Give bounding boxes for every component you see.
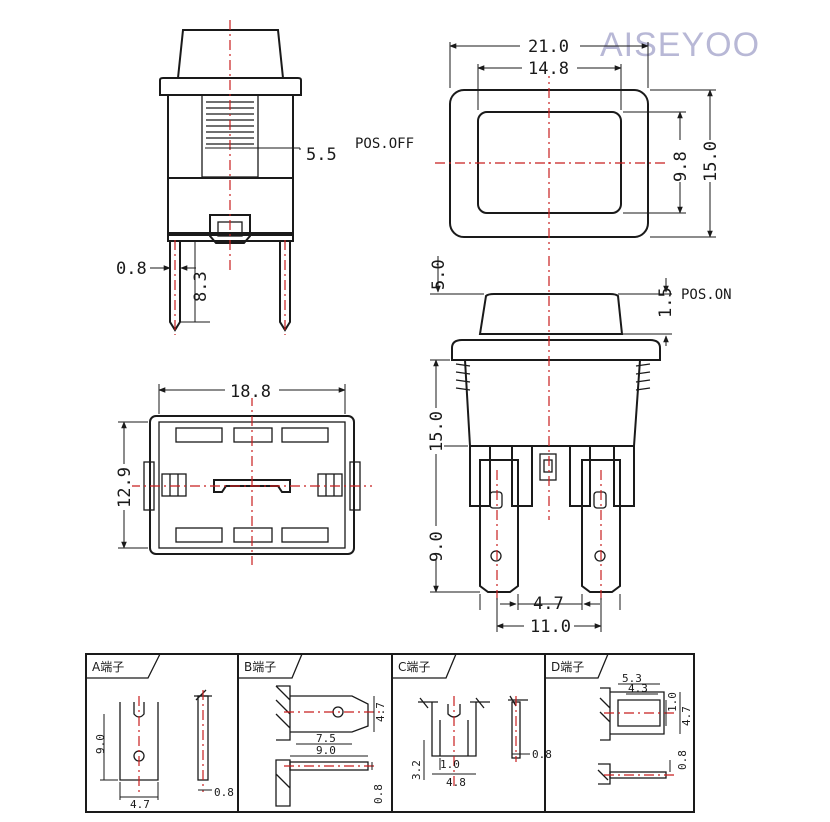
dim-pin-width: 0.8 [116,259,147,279]
dim-terminal-length: 9.0 [427,531,447,562]
dim-inner-height: 9.8 [671,151,691,182]
c-dim-offset: 3.2 [410,760,423,780]
dim-terminal-width: 4.7 [533,594,564,614]
a-dim-thickness: 0.8 [214,786,234,799]
pin-right [279,240,291,332]
dim-travel-on: 1.5 [656,287,676,318]
d-dim-height: 4.7 [680,706,693,726]
side-blocks [161,473,343,497]
dim-cap: 5.0 [429,259,449,290]
dim-bottom-height: 12.9 [115,467,135,508]
profile-bezel [451,339,661,361]
table-frame [85,653,695,813]
top-terminals [175,427,329,443]
dim-outer-height: 15.0 [701,141,721,182]
b-dim-length: 9.0 [316,744,336,757]
d-dim-gap: 1.0 [666,692,679,712]
d-dim-outer: 5.3 [622,672,642,685]
bottom-terminals [175,527,329,543]
a-dim-width: 4.7 [130,798,150,811]
bezel [159,77,302,96]
b-dim-thickness: 0.8 [372,784,385,804]
pin-left [169,240,181,332]
profile-cap [478,293,624,335]
terminal-left [479,459,519,593]
c-dim-width: 4.8 [446,776,466,789]
dim-travel-off: 5.5 [306,145,337,165]
pos-off-label: POS.OFF [355,136,414,152]
profile-view: 5.0 1.5 POS.ON 15.0 9.0 4.7 11.0 [426,256,732,637]
terminal-b-cell: B端子 4.7 7.5 9.0 0.8 [238,653,387,807]
c-dim-thickness: 0.8 [532,748,552,761]
profile-body [463,359,642,447]
d-dim-inner: 4.3 [628,682,648,695]
terminal-c-header: C端子 [398,660,430,674]
watermark-logo: AISEYOO [600,26,760,64]
dim-terminal-pitch: 11.0 [530,617,571,637]
d-dim-thickness: 0.8 [676,750,689,770]
dim-inner-width: 14.8 [528,59,569,79]
a-dim-length: 9.0 [94,734,107,754]
b-dim-width: 4.7 [374,702,387,722]
terminal-b-header: B端子 [244,660,276,674]
terminal-right [581,459,621,593]
terminal-d-header: D端子 [551,660,584,674]
pos-on-label: POS.ON [681,287,732,303]
terminal-d-cell: D端子 5.3 4.3 1.0 4.7 0.8 [545,653,693,785]
latch [209,214,251,244]
dim-body-height: 15.0 [427,411,447,452]
c-dim-slot: 1.0 [440,758,460,771]
terminal-a-header: A端子 [92,660,124,674]
terminal-c-cell: C端子 3.2 1.0 4.8 0.8 [392,653,552,790]
side-view: 5.5 POS.OFF 0.8 8.3 [116,20,414,335]
bottom-view: 18.8 12.9 [114,380,372,565]
terminal-a-cell: A端子 9.0 4.7 0.8 [86,653,234,811]
dim-pin-length: 8.3 [191,271,211,302]
front-view: 21.0 14.8 9.8 15.0 [435,36,721,250]
b-dim-hole: 7.5 [316,732,336,745]
terminal-table: A端子 9.0 4.7 0.8 B端子 4 [85,653,695,813]
dim-outer-width: 21.0 [528,37,569,57]
dim-bottom-width: 18.8 [230,382,271,402]
